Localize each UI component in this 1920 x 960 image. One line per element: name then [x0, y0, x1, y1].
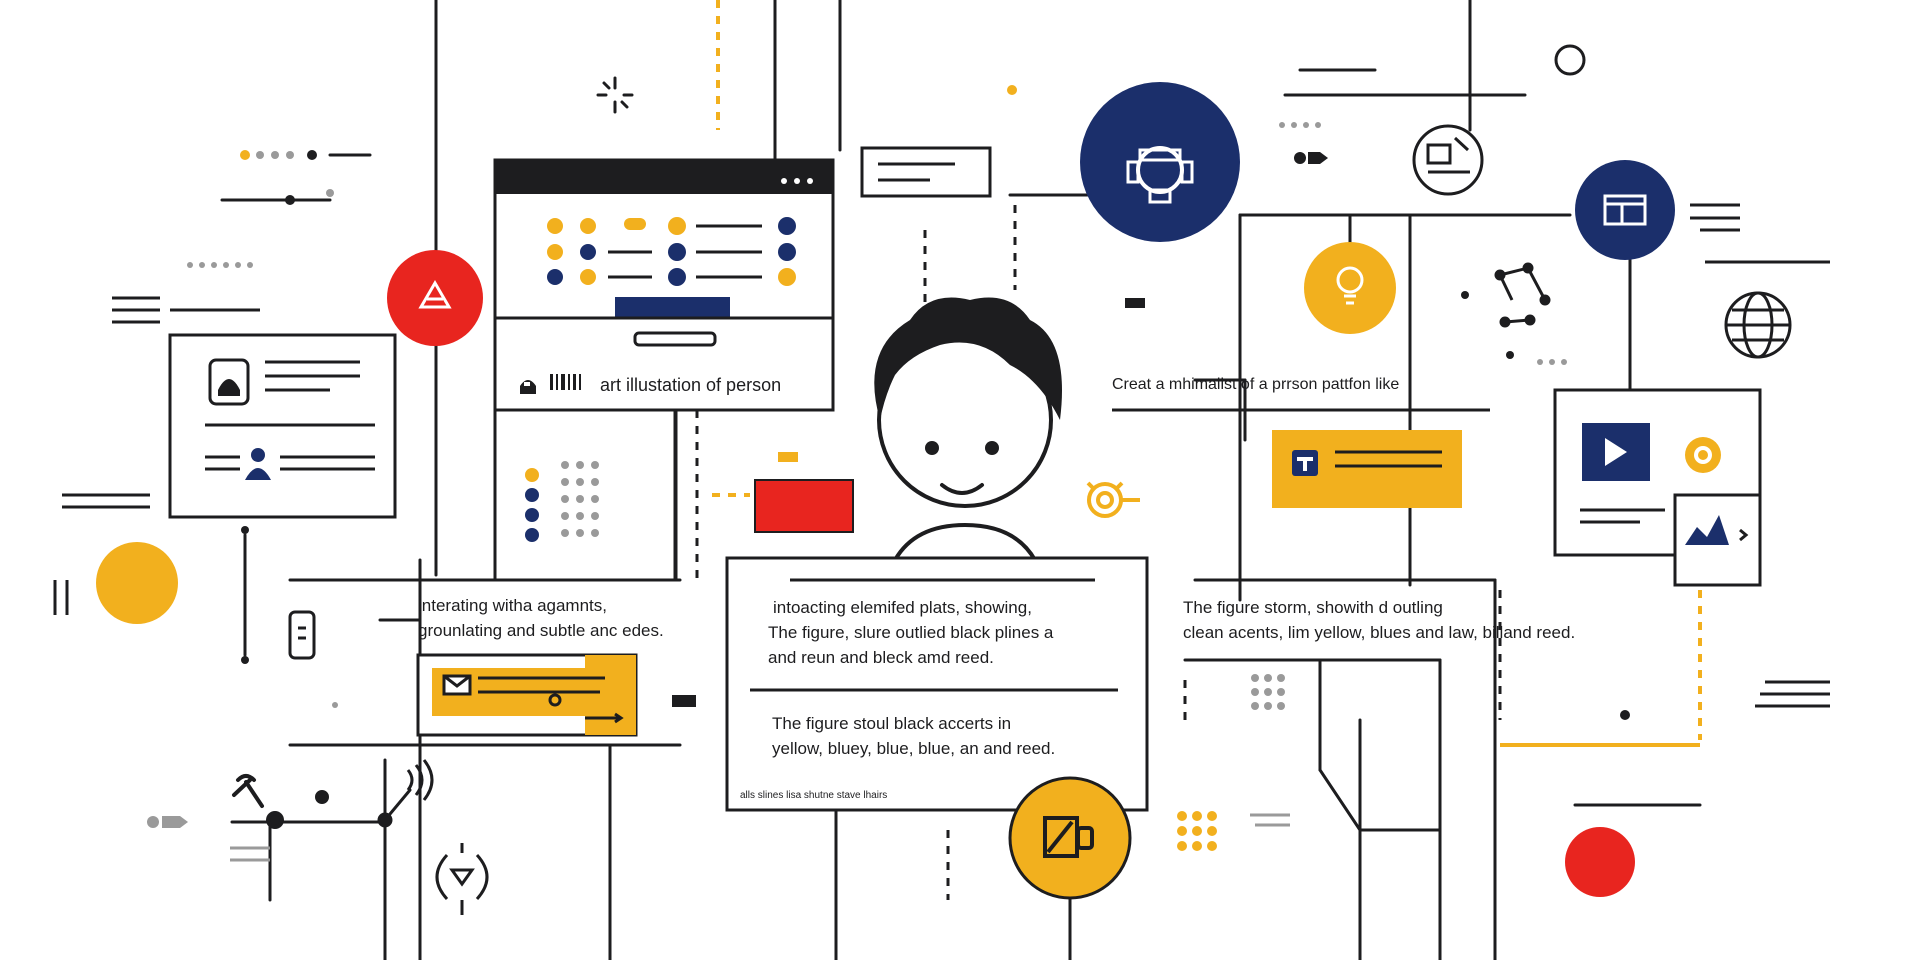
download-icon: [435, 843, 489, 915]
mail-card: [416, 653, 638, 737]
yellow-circle-left: [96, 542, 178, 624]
ring-icon: [1554, 44, 1586, 76]
top-label-box: [860, 146, 992, 198]
center-footer: alls slines lisa shutne stave lhairs: [740, 790, 888, 801]
yellow-banner-card: [1272, 430, 1462, 508]
robot-icon: [520, 380, 536, 394]
media-card: [1553, 388, 1762, 557]
browser-window: [493, 158, 835, 412]
window-content-grid: [495, 217, 833, 347]
center-top-line-3: and reun and bleck amd reed.: [768, 648, 994, 667]
warning-icon: [387, 250, 483, 346]
left-block-line-1: interating witha agamnts,: [418, 596, 607, 615]
right-block-line-2: clean acents, lim yellow, blues and law,…: [1183, 623, 1576, 642]
grey-dot-grid: [1251, 674, 1285, 710]
barcode-icon: [550, 374, 581, 390]
globe-icon: [1724, 291, 1792, 359]
right-heading: Creat a mhimalist of a prrson pattfon li…: [1112, 376, 1400, 393]
browser-window-icon: [1575, 160, 1675, 260]
window-caption: art illustation of person: [600, 375, 782, 395]
molecule-icon: [1494, 262, 1551, 328]
signal-icon: [377, 759, 434, 828]
left-block-line-2: grounlating and subtle anc edes.: [418, 621, 664, 640]
arrow-right-icon: [1294, 152, 1328, 164]
profile-card: [168, 333, 397, 519]
network-icon: [1412, 124, 1484, 196]
camera-icon: [1685, 437, 1721, 473]
red-circle: [1565, 827, 1635, 897]
center-top-line-2: The figure, slure outlied black plines a: [768, 623, 1054, 642]
red-block: [754, 479, 854, 533]
person-figure: [870, 297, 1062, 562]
sparkle-icon: [596, 76, 634, 114]
play-icon: [1582, 423, 1650, 481]
mail-icon: [442, 674, 472, 696]
yellow-dashed-lines: [712, 0, 1702, 740]
lightbulb-icon: [1304, 242, 1396, 334]
small-black-chip: [1125, 298, 1145, 308]
edit-icon: [1008, 776, 1132, 900]
yellow-chip: [778, 452, 798, 462]
center-top-line-1: intoacting elemifed plats, showing,: [773, 598, 1032, 617]
window-lower-panel: [493, 408, 677, 582]
center-bottom-line-2: yellow, bluey, blue, blue, an and reed.: [772, 739, 1056, 758]
center-bottom-line-1: The figure stoul black accerts in: [772, 714, 1012, 733]
gear-icon: [1080, 82, 1240, 242]
center-text-card: [725, 556, 1149, 812]
window-titlebar: [495, 160, 833, 194]
sun-gear-icon: [1086, 481, 1140, 518]
decor-dashes: [53, 203, 1830, 708]
decor-small-lines-bottom: [230, 813, 1290, 862]
pliers-icon: [232, 774, 329, 829]
arrow-left-icon: [147, 816, 188, 828]
yellow-dot-trail: [240, 85, 1630, 720]
chart-icon: [1673, 493, 1762, 587]
mobile-icon: [241, 526, 316, 664]
decor-dots: [187, 122, 1567, 365]
yellow-dot-grid: [1177, 811, 1217, 851]
shield-icon: [208, 358, 250, 406]
user-icon: [245, 448, 271, 480]
right-block-line-1: The figure storm, showith d outling: [1183, 598, 1443, 617]
small-dark-chip: [672, 695, 696, 707]
